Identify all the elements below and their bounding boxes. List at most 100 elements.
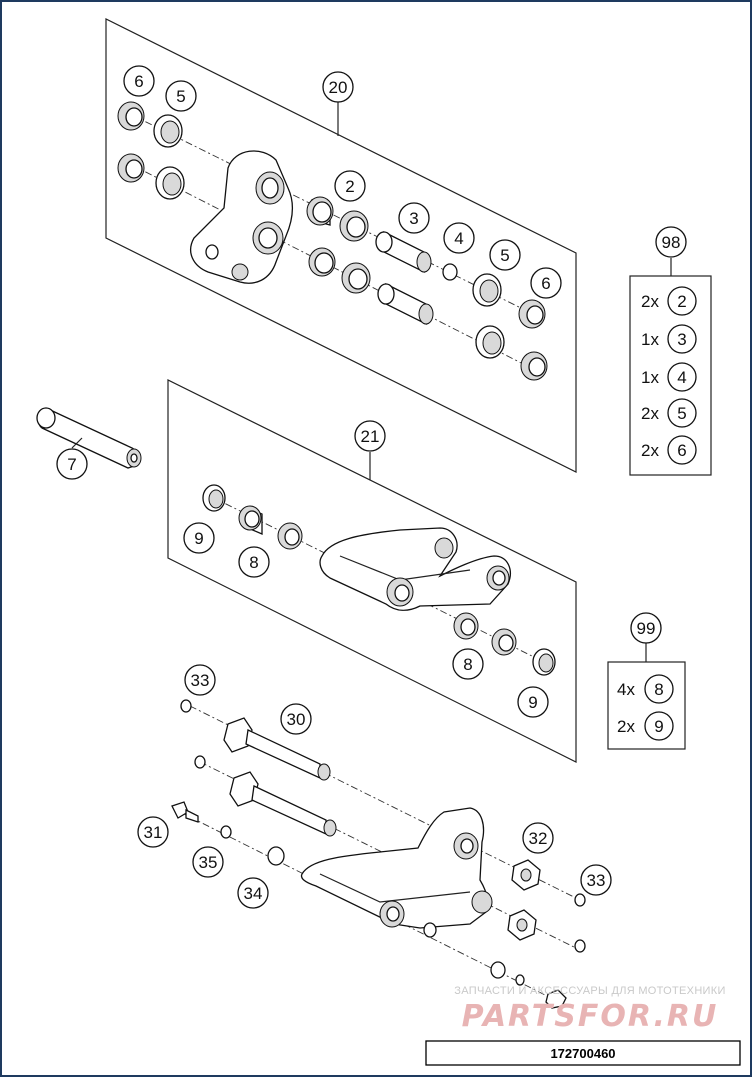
o-ring-4: [442, 263, 458, 281]
washer-34-right: [490, 961, 506, 979]
svg-text:8: 8: [463, 655, 472, 674]
linkage-arm-21: [319, 527, 511, 611]
callout-4: 4: [443, 222, 475, 254]
svg-text:2x: 2x: [641, 404, 659, 423]
screw-31: [171, 801, 199, 823]
svg-text:8: 8: [654, 680, 663, 699]
svg-text:2: 2: [677, 292, 686, 311]
svg-text:1x: 1x: [641, 368, 659, 387]
callout-6-upper-right: 6: [530, 267, 562, 299]
nut-32-lower: [507, 909, 537, 941]
svg-text:4: 4: [454, 229, 463, 248]
kit-98-row: 2x 5: [641, 398, 697, 428]
callout-9-left: 9: [183, 522, 215, 554]
kit-98-row: 2x 6: [641, 435, 697, 465]
callout-35: 35: [192, 846, 224, 878]
seal-9-left: [202, 484, 226, 512]
drawing-number-box: [425, 1040, 741, 1066]
callout-3: 3: [398, 202, 430, 234]
sleeve-3-lower: [377, 282, 434, 326]
svg-text:30: 30: [287, 710, 306, 729]
washer-35: [220, 825, 232, 839]
svg-text:34: 34: [244, 884, 263, 903]
callout-21: 21: [354, 420, 386, 452]
kit-98-row: 1x 3: [641, 324, 697, 354]
callout-8-right: 8: [452, 648, 484, 680]
kit-99-row: 2x 9: [617, 711, 674, 741]
callout-5-upper-right: 5: [489, 239, 521, 271]
svg-text:4: 4: [677, 368, 686, 387]
seal-5-upper-right: [472, 273, 502, 307]
svg-text:1x: 1x: [641, 330, 659, 349]
svg-text:6: 6: [541, 274, 550, 293]
nut-31-right: [545, 989, 567, 1009]
svg-text:3: 3: [409, 209, 418, 228]
svg-text:2x: 2x: [641, 441, 659, 460]
drawing-number: 172700460: [550, 1046, 615, 1061]
svg-text:5: 5: [500, 246, 509, 265]
svg-text:8: 8: [249, 553, 258, 572]
callout-8-left: 8: [238, 546, 270, 578]
bearing-6-upper-left: [117, 101, 145, 131]
callout-5-upper-left: 5: [165, 80, 197, 112]
callout-32: 32: [522, 822, 554, 854]
callout-33-right: 33: [580, 864, 612, 896]
watermark-logo: PARTSFOR.RU: [462, 999, 719, 1034]
bearing-6-lower-left: [117, 153, 145, 183]
bolt-30-upper: [223, 717, 331, 781]
svg-text:33: 33: [191, 671, 210, 690]
svg-text:31: 31: [144, 823, 163, 842]
svg-text:35: 35: [199, 853, 218, 872]
bearing-lower-mid: [341, 262, 371, 294]
callout-7: 7: [56, 448, 88, 480]
seal-5-upper-left: [153, 114, 183, 148]
callout-6-upper-left: 6: [123, 65, 155, 97]
svg-text:5: 5: [677, 404, 686, 423]
svg-text:2: 2: [345, 177, 354, 196]
bearing-8-left-b: [277, 522, 303, 550]
svg-text:6: 6: [677, 441, 686, 460]
callout-2: 2: [334, 170, 366, 202]
svg-text:32: 32: [529, 829, 548, 848]
callout-34: 34: [237, 877, 269, 909]
screw-33-left-upper: [180, 699, 192, 713]
bearing-6-lower-right: [520, 351, 548, 381]
svg-text:5: 5: [176, 87, 185, 106]
callout-31: 31: [137, 816, 169, 848]
svg-text:6: 6: [134, 72, 143, 91]
assembly-20-frame: [105, 18, 577, 473]
bearing-6-upper-right: [518, 299, 546, 329]
svg-text:9: 9: [654, 717, 663, 736]
washer-34: [267, 846, 285, 866]
nut-32-upper: [511, 859, 541, 891]
svg-text:99: 99: [637, 619, 656, 638]
screw-33-right-upper: [574, 893, 586, 907]
callout-9-right: 9: [517, 686, 549, 718]
seal-5-lower-left: [155, 166, 185, 200]
sleeve-3-upper: [375, 230, 432, 274]
bearing-8-right-a: [453, 612, 479, 640]
pin-7: [36, 407, 142, 469]
washer-35-right: [515, 974, 525, 986]
svg-text:33: 33: [587, 871, 606, 890]
assembled-linkage: [300, 807, 493, 938]
svg-text:2x: 2x: [617, 717, 635, 736]
svg-text:4x: 4x: [617, 680, 635, 699]
bearing-8-left-a: [238, 505, 263, 535]
callout-20-label: 20: [329, 78, 348, 97]
bolt-30-lower: [229, 771, 337, 837]
callout-30: 30: [280, 703, 312, 735]
svg-text:9: 9: [528, 693, 537, 712]
kit-99-row: 4x 8: [617, 674, 674, 704]
bushing-2-upper: [306, 196, 334, 226]
bearing-upper-mid: [339, 210, 369, 242]
seal-9-right: [532, 648, 556, 676]
svg-text:21: 21: [361, 427, 380, 446]
kit-98-row: 2x 2: [641, 286, 697, 316]
callout-33-left: 33: [184, 664, 216, 696]
svg-text:2x: 2x: [641, 292, 659, 311]
screw-33-right-lower: [574, 939, 586, 953]
assembly-21-frame: [167, 379, 577, 763]
